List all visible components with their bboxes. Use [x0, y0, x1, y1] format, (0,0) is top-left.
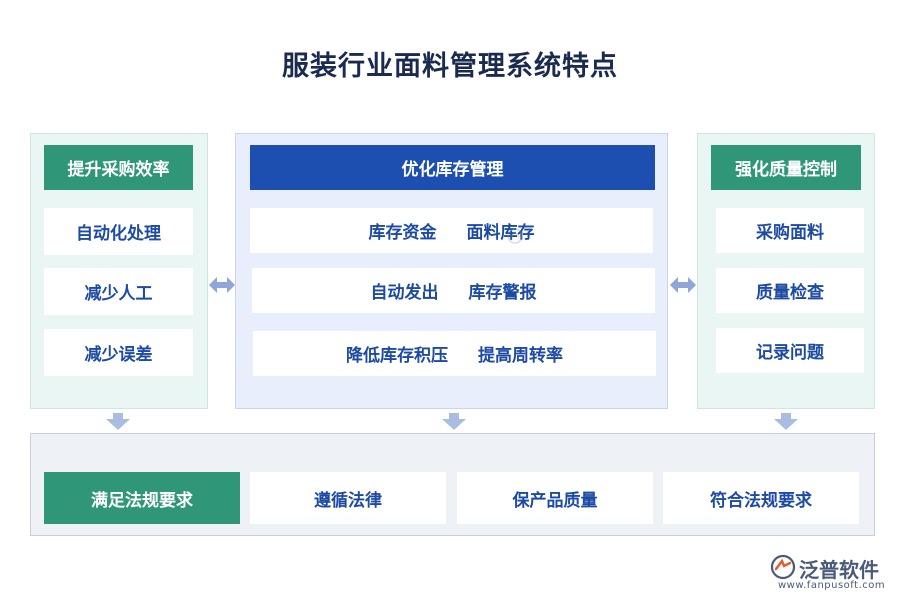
bottom-item-2: 保产品质量	[457, 472, 653, 524]
down-arrow-icon	[106, 413, 130, 430]
bottom-item-3: 符合法规要求	[663, 472, 859, 524]
middle-header: 优化库存管理	[250, 145, 655, 190]
middle-row-2: 自动发出 库存警报	[252, 268, 655, 313]
middle-row-2-item-2: 库存警报	[468, 283, 537, 303]
watermark-icon	[507, 228, 523, 244]
bottom-header: 满足法规要求	[44, 472, 240, 524]
middle-row-1-item-2: 面料库存	[466, 223, 535, 243]
bottom-item-1: 遵循法律	[250, 472, 446, 524]
middle-row-1: 库存资金 面料库存	[250, 208, 653, 253]
middle-row-3-item-2: 提高周转率	[478, 346, 563, 366]
right-header: 强化质量控制	[711, 145, 861, 190]
brand-logo-icon	[770, 554, 796, 580]
middle-row-3: 降低库存积压 提高周转率	[253, 331, 656, 376]
left-item-2: 减少人工	[44, 268, 193, 315]
middle-row-3-item-1: 降低库存积压	[346, 346, 448, 366]
left-item-3: 减少误差	[44, 329, 193, 376]
right-item-2: 质量检查	[716, 268, 864, 313]
middle-row-1-item-1: 库存资金	[368, 223, 437, 243]
double-arrow-icon	[670, 277, 696, 293]
brand-name: 泛普软件	[799, 558, 879, 582]
right-item-3: 记录问题	[716, 328, 864, 373]
left-header: 提升采购效率	[44, 145, 193, 190]
middle-row-2-item-1: 自动发出	[370, 283, 439, 303]
double-arrow-icon	[209, 277, 235, 293]
brand-url: www.fanpusoft.com	[778, 580, 886, 591]
page-title: 服装行业面料管理系统特点	[282, 51, 618, 82]
watermark-logo	[507, 223, 577, 249]
right-item-1: 采购面料	[716, 208, 864, 253]
left-item-1: 自动化处理	[44, 208, 193, 255]
down-arrow-icon	[442, 413, 466, 430]
down-arrow-icon	[774, 413, 798, 430]
